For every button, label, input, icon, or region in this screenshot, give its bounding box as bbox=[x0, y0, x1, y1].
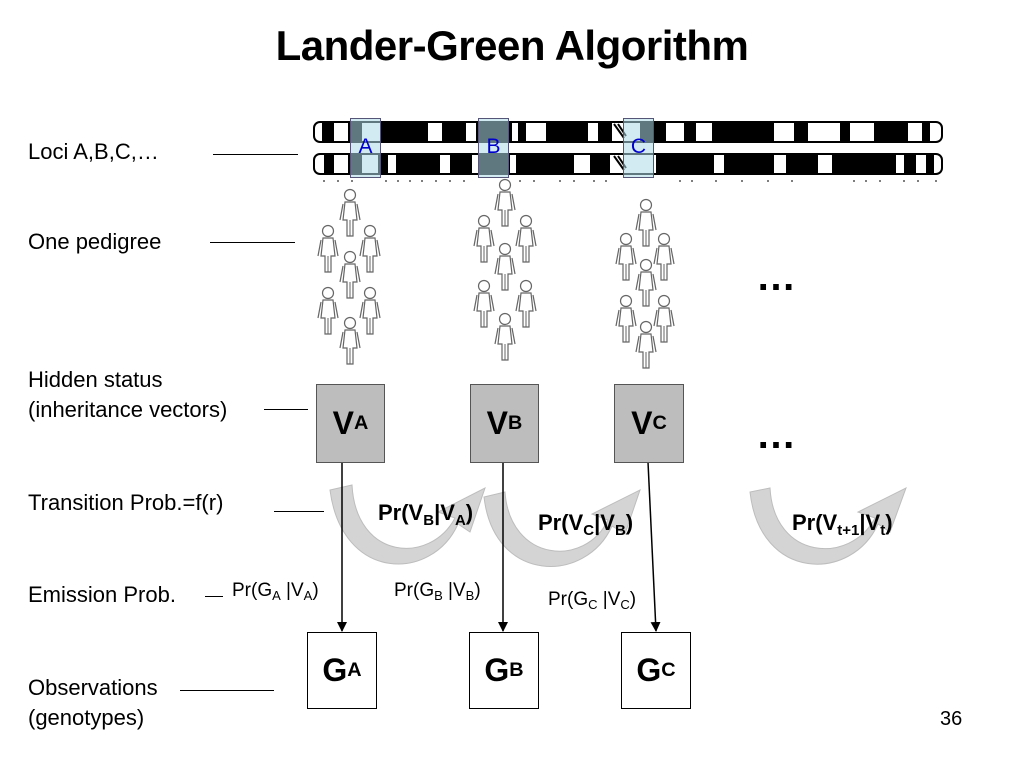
emission-label-b: Pr(GB |VB) bbox=[394, 580, 481, 603]
ellipsis-pedigree: … bbox=[756, 255, 800, 299]
pedigree-b bbox=[473, 178, 537, 361]
leader-hidden bbox=[264, 409, 308, 410]
page-number: 36 bbox=[940, 708, 963, 730]
transition-label-t: Pr(Vt+1|Vt) bbox=[792, 510, 893, 539]
transition-arc-ab bbox=[329, 484, 486, 565]
emission-arrow-c bbox=[647, 461, 661, 632]
transition-label-ab: Pr(VB|VA) bbox=[378, 500, 474, 529]
transition-arc-t bbox=[749, 486, 907, 565]
leader-pedigree bbox=[210, 242, 295, 243]
leader-loci bbox=[213, 154, 298, 155]
leader-emission bbox=[205, 596, 223, 597]
leader-observations bbox=[180, 690, 274, 691]
locus-window-c: C bbox=[623, 118, 654, 178]
slide-title: Lander-Green Algorithm bbox=[275, 22, 749, 69]
ellipsis-hidden: … bbox=[756, 413, 800, 457]
label-pedigree: One pedigree bbox=[28, 229, 162, 254]
locus-window-b: B bbox=[478, 118, 509, 178]
locus-window-a: A bbox=[350, 118, 381, 178]
transition-arc-bc bbox=[483, 489, 641, 567]
label-loci: Loci A,B,C,… bbox=[28, 139, 159, 164]
chromosome-ticks bbox=[323, 180, 937, 182]
pedigree-a bbox=[317, 188, 381, 365]
label-genotypes: (genotypes) bbox=[28, 705, 145, 730]
label-transition: Transition Prob.=f(r) bbox=[28, 490, 224, 515]
pedigree-c bbox=[615, 198, 675, 369]
label-inheritance-vectors: (inheritance vectors) bbox=[28, 397, 228, 422]
label-emission: Emission Prob. bbox=[28, 582, 176, 607]
label-observations: Observations bbox=[28, 675, 158, 700]
label-hidden-status: Hidden status bbox=[28, 367, 163, 392]
emission-label-c: Pr(GC |VC) bbox=[548, 589, 637, 612]
transition-label-bc: Pr(VC|VB) bbox=[538, 510, 634, 539]
emission-label-a: Pr(GA |VA) bbox=[232, 580, 319, 603]
leader-transition bbox=[274, 511, 324, 512]
